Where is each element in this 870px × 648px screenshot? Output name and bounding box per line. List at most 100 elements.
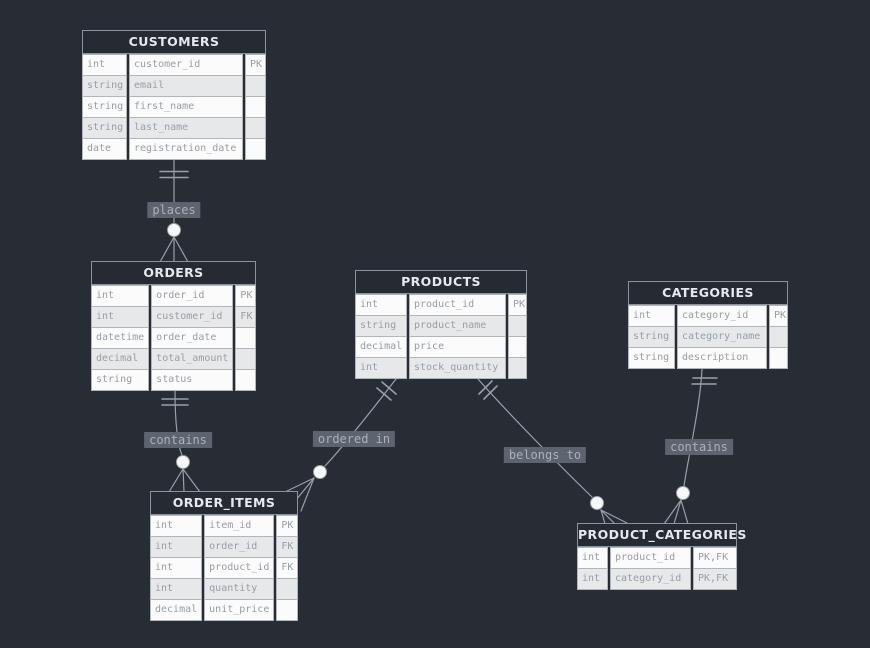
attr-key-cell [769, 326, 788, 348]
crows-foot-marker [173, 236, 189, 263]
attr-key-cell [245, 138, 266, 160]
attr-key-cell: FK [276, 557, 299, 579]
attr-type-cell: int [150, 578, 203, 600]
attr-type-cell: string [628, 326, 675, 348]
crows-foot-marker [182, 468, 185, 493]
crows-foot-marker [168, 468, 184, 493]
crows-foot-marker [600, 509, 606, 525]
attr-name-cell: stock_quantity [409, 357, 506, 379]
attr-name-cell: customer_id [129, 54, 243, 76]
attr-name-cell: order_id [204, 536, 275, 558]
attr-key-cell: PK [245, 54, 266, 76]
crows-foot-marker [295, 477, 315, 501]
edge-line [324, 378, 397, 467]
entity-title: CUSTOMERS [82, 30, 266, 54]
attr-key-cell [508, 357, 527, 379]
attr-key-cell: PK [276, 515, 299, 537]
edge-line [174, 390, 183, 456]
attr-name-cell: total_amount [151, 348, 234, 370]
one-and-only-one-marker [478, 380, 493, 395]
attr-key-cell [769, 347, 788, 369]
zero-or-many-circle-marker [167, 223, 181, 237]
attr-key-cell [245, 75, 266, 97]
attr-type-cell: int [150, 515, 203, 537]
attr-type-cell: int [91, 285, 150, 307]
crows-foot-marker [182, 468, 201, 493]
attr-type-cell: decimal [150, 599, 203, 621]
attr-key-cell: PK,FK [693, 568, 737, 590]
attr-key-cell [245, 117, 266, 139]
attr-name-cell: order_date [151, 327, 234, 349]
attr-type-cell: int [577, 568, 608, 590]
attr-key-cell [235, 327, 257, 349]
attr-name-cell: product_id [610, 547, 691, 569]
entity-title: ORDERS [91, 261, 256, 285]
attr-type-cell: datetime [91, 327, 150, 349]
attr-type-cell: string [82, 75, 127, 97]
attr-name-cell: order_id [151, 285, 234, 307]
crows-foot-marker [600, 509, 628, 524]
attr-column-key: PK [245, 54, 266, 160]
attr-key-cell: FK [235, 306, 257, 328]
attr-key-cell [245, 96, 266, 118]
crows-foot-marker [680, 499, 689, 525]
crows-foot-marker [159, 236, 175, 263]
attr-key-cell: PK [508, 294, 527, 316]
one-and-only-one-marker [483, 385, 498, 400]
attr-name-cell: quantity [204, 578, 275, 600]
attr-key-cell [508, 315, 527, 337]
attr-key-cell [235, 369, 257, 391]
attr-type-cell: string [355, 315, 407, 337]
attr-type-cell: string [82, 96, 127, 118]
attr-name-cell: price [409, 336, 506, 358]
attr-key-cell [235, 348, 257, 370]
attr-type-cell: int [355, 357, 407, 379]
attr-name-cell: unit_price [204, 599, 275, 621]
attr-type-cell: int [150, 557, 203, 579]
attr-key-cell [276, 599, 299, 621]
attr-type-cell: int [628, 305, 675, 327]
attr-type-cell: int [577, 547, 608, 569]
attr-name-cell: product_id [204, 557, 275, 579]
zero-or-many-circle-marker [313, 465, 327, 479]
attr-name-cell: category_name [677, 326, 767, 348]
attr-name-cell: product_id [409, 294, 506, 316]
crows-foot-marker [673, 499, 682, 525]
attr-name-cell: category_id [677, 305, 767, 327]
attr-name-cell: last_name [129, 117, 243, 139]
attr-type-cell: int [91, 306, 150, 328]
one-and-only-one-marker [381, 381, 397, 395]
attr-key-cell: PK [235, 285, 257, 307]
entity-title: ORDER_ITEMS [150, 491, 298, 515]
attr-name-cell: description [677, 347, 767, 369]
entity-title: CATEGORIES [628, 281, 788, 305]
attr-name-cell: customer_id [151, 306, 234, 328]
attr-type-cell: string [82, 117, 127, 139]
attr-key-cell [276, 578, 299, 600]
attr-name-cell: category_id [610, 568, 691, 590]
crows-foot-marker [600, 509, 616, 525]
